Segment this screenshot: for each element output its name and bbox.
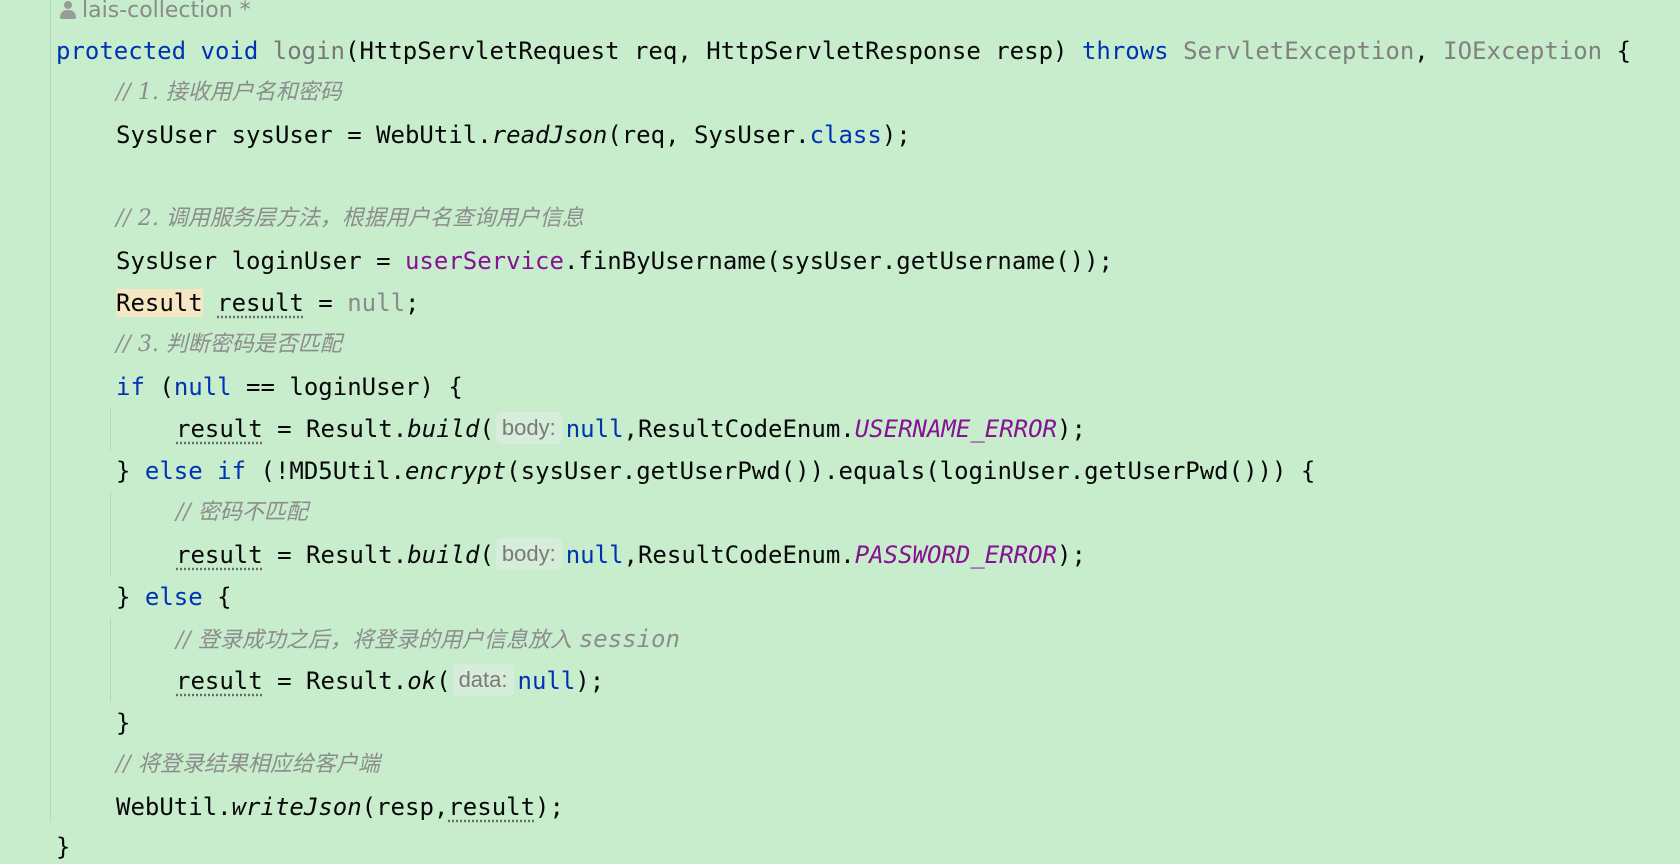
keyword-class: class (809, 121, 882, 149)
code-text: ,ResultCodeEnum. (623, 415, 855, 443)
field-reference[interactable]: userService (404, 247, 564, 275)
code-line-signature[interactable]: protected void login(HttpServletRequest … (56, 30, 1631, 72)
open-brace: { (1602, 37, 1632, 65)
code-comment: // 3. 判断密码是否匹配 (116, 332, 342, 357)
code-text: ; (405, 289, 420, 317)
code-line-else[interactable]: } else { (116, 576, 232, 618)
code-line-find-user[interactable]: SysUser loginUser = userService.finByUse… (116, 240, 1113, 282)
code-line-write-json[interactable]: WebUtil.writeJson(resp,result); (116, 786, 564, 828)
code-line-if[interactable]: if (null == loginUser) { (116, 366, 463, 408)
exception-type[interactable]: IOException (1443, 37, 1603, 65)
indent-guide (110, 492, 111, 576)
code-comment: // 将登录结果相应给客户端 (116, 752, 380, 777)
null-literal: null (565, 415, 624, 443)
code-text: ); (575, 667, 605, 695)
null-literal: null (517, 667, 576, 695)
comment-text: // 登录成功之后，将登录的用户信息放入 (176, 628, 579, 653)
code-line-read-json[interactable]: SysUser sysUser = WebUtil.readJson(req, … (116, 114, 911, 156)
code-text: ( (479, 415, 494, 443)
variable-result[interactable]: result (176, 415, 263, 443)
code-text: ( (479, 541, 494, 569)
comment-text: session (578, 625, 680, 653)
keyword-else: else (144, 583, 203, 611)
null-literal: null (173, 373, 232, 401)
code-comment: // 1. 接收用户名和密码 (116, 80, 342, 105)
code-text: ,ResultCodeEnum. (623, 541, 855, 569)
method-indent-guide (50, 0, 51, 822)
static-method-call[interactable]: build (407, 541, 480, 569)
code-text: } (116, 457, 145, 485)
separator: , (1414, 37, 1444, 65)
code-text: ( (436, 667, 451, 695)
static-method-call[interactable]: readJson (491, 121, 608, 149)
code-text: SysUser sysUser = WebUtil. (116, 121, 492, 149)
person-icon (60, 1, 76, 19)
exception-type[interactable]: ServletException (1183, 37, 1415, 65)
code-text: ); (1057, 415, 1086, 443)
code-line-result-ok[interactable]: result = Result.ok(data:null); (176, 660, 604, 702)
null-literal: null (565, 541, 624, 569)
code-line-build-username-error[interactable]: result = Result.build(body:null,ResultCo… (176, 408, 1086, 450)
code-text (203, 289, 217, 317)
code-text: SysUser loginUser = (116, 247, 405, 275)
parameter-hint: body: (495, 412, 562, 444)
code-text: ); (1057, 541, 1086, 569)
static-method-call[interactable]: writeJson (231, 793, 362, 821)
indent-guide (110, 618, 111, 702)
variable-result[interactable]: result (176, 667, 263, 695)
indent-guide (110, 408, 111, 450)
code-line-result-decl[interactable]: Result result = null; (116, 282, 419, 324)
code-text: ); (881, 121, 911, 149)
code-text: .finByUsername(sysUser.getUsername()); (563, 247, 1114, 275)
variable-result[interactable]: result (217, 289, 304, 317)
code-text: = Result. (262, 541, 408, 569)
parameter-hint: data: (452, 664, 514, 696)
code-text: (!MD5Util. (246, 457, 406, 485)
method-params: (HttpServletRequest req, HttpServletResp… (345, 37, 1082, 65)
variable-result[interactable]: result (176, 541, 263, 569)
code-text: = (303, 289, 348, 317)
author-name: lais-collection * (82, 0, 251, 23)
parameter-hint: body: (495, 538, 562, 570)
code-text: ( (144, 373, 174, 401)
code-text: (req, SysUser. (607, 121, 810, 149)
keyword-else: else (144, 457, 203, 485)
code-text: { (202, 583, 232, 611)
null-literal: null (347, 289, 406, 317)
code-line-build-password-error[interactable]: result = Result.build(body:null,ResultCo… (176, 534, 1086, 576)
code-line-else-if[interactable]: } else if (!MD5Util.encrypt(sysUser.getU… (116, 450, 1315, 492)
enum-constant[interactable]: PASSWORD_ERROR (854, 541, 1058, 569)
static-method-call[interactable]: ok (407, 667, 437, 695)
code-comment: // 密码不匹配 (176, 500, 308, 525)
code-text (203, 457, 217, 485)
code-text: = Result. (262, 415, 408, 443)
static-method-call[interactable]: encrypt (405, 457, 507, 485)
type-reference-highlighted[interactable]: Result (116, 289, 203, 317)
code-text: (sysUser.getUserPwd()).equals(loginUser.… (506, 457, 1316, 485)
code-text: ); (535, 793, 564, 821)
code-author-hint[interactable]: lais-collection * (60, 0, 251, 26)
static-method-call[interactable]: build (407, 415, 480, 443)
keyword-if: if (116, 373, 145, 401)
close-brace: } (116, 709, 131, 737)
code-text: (resp, (361, 793, 449, 821)
code-text: } (116, 583, 145, 611)
keyword-void: void (200, 37, 259, 65)
keyword-protected: protected (56, 37, 187, 65)
code-text: == loginUser) { (231, 373, 463, 401)
close-brace: } (56, 833, 71, 861)
keyword-if: if (217, 457, 247, 485)
code-comment: // 登录成功之后，将登录的用户信息放入 session (176, 618, 680, 660)
keyword-throws: throws (1081, 37, 1169, 65)
code-text: WebUtil. (116, 793, 232, 821)
method-name[interactable]: login (272, 37, 345, 65)
code-text: = Result. (262, 667, 408, 695)
code-comment: // 2. 调用服务层方法，根据用户名查询用户信息 (116, 206, 584, 231)
variable-result[interactable]: result (448, 793, 536, 821)
enum-constant[interactable]: USERNAME_ERROR (854, 415, 1058, 443)
